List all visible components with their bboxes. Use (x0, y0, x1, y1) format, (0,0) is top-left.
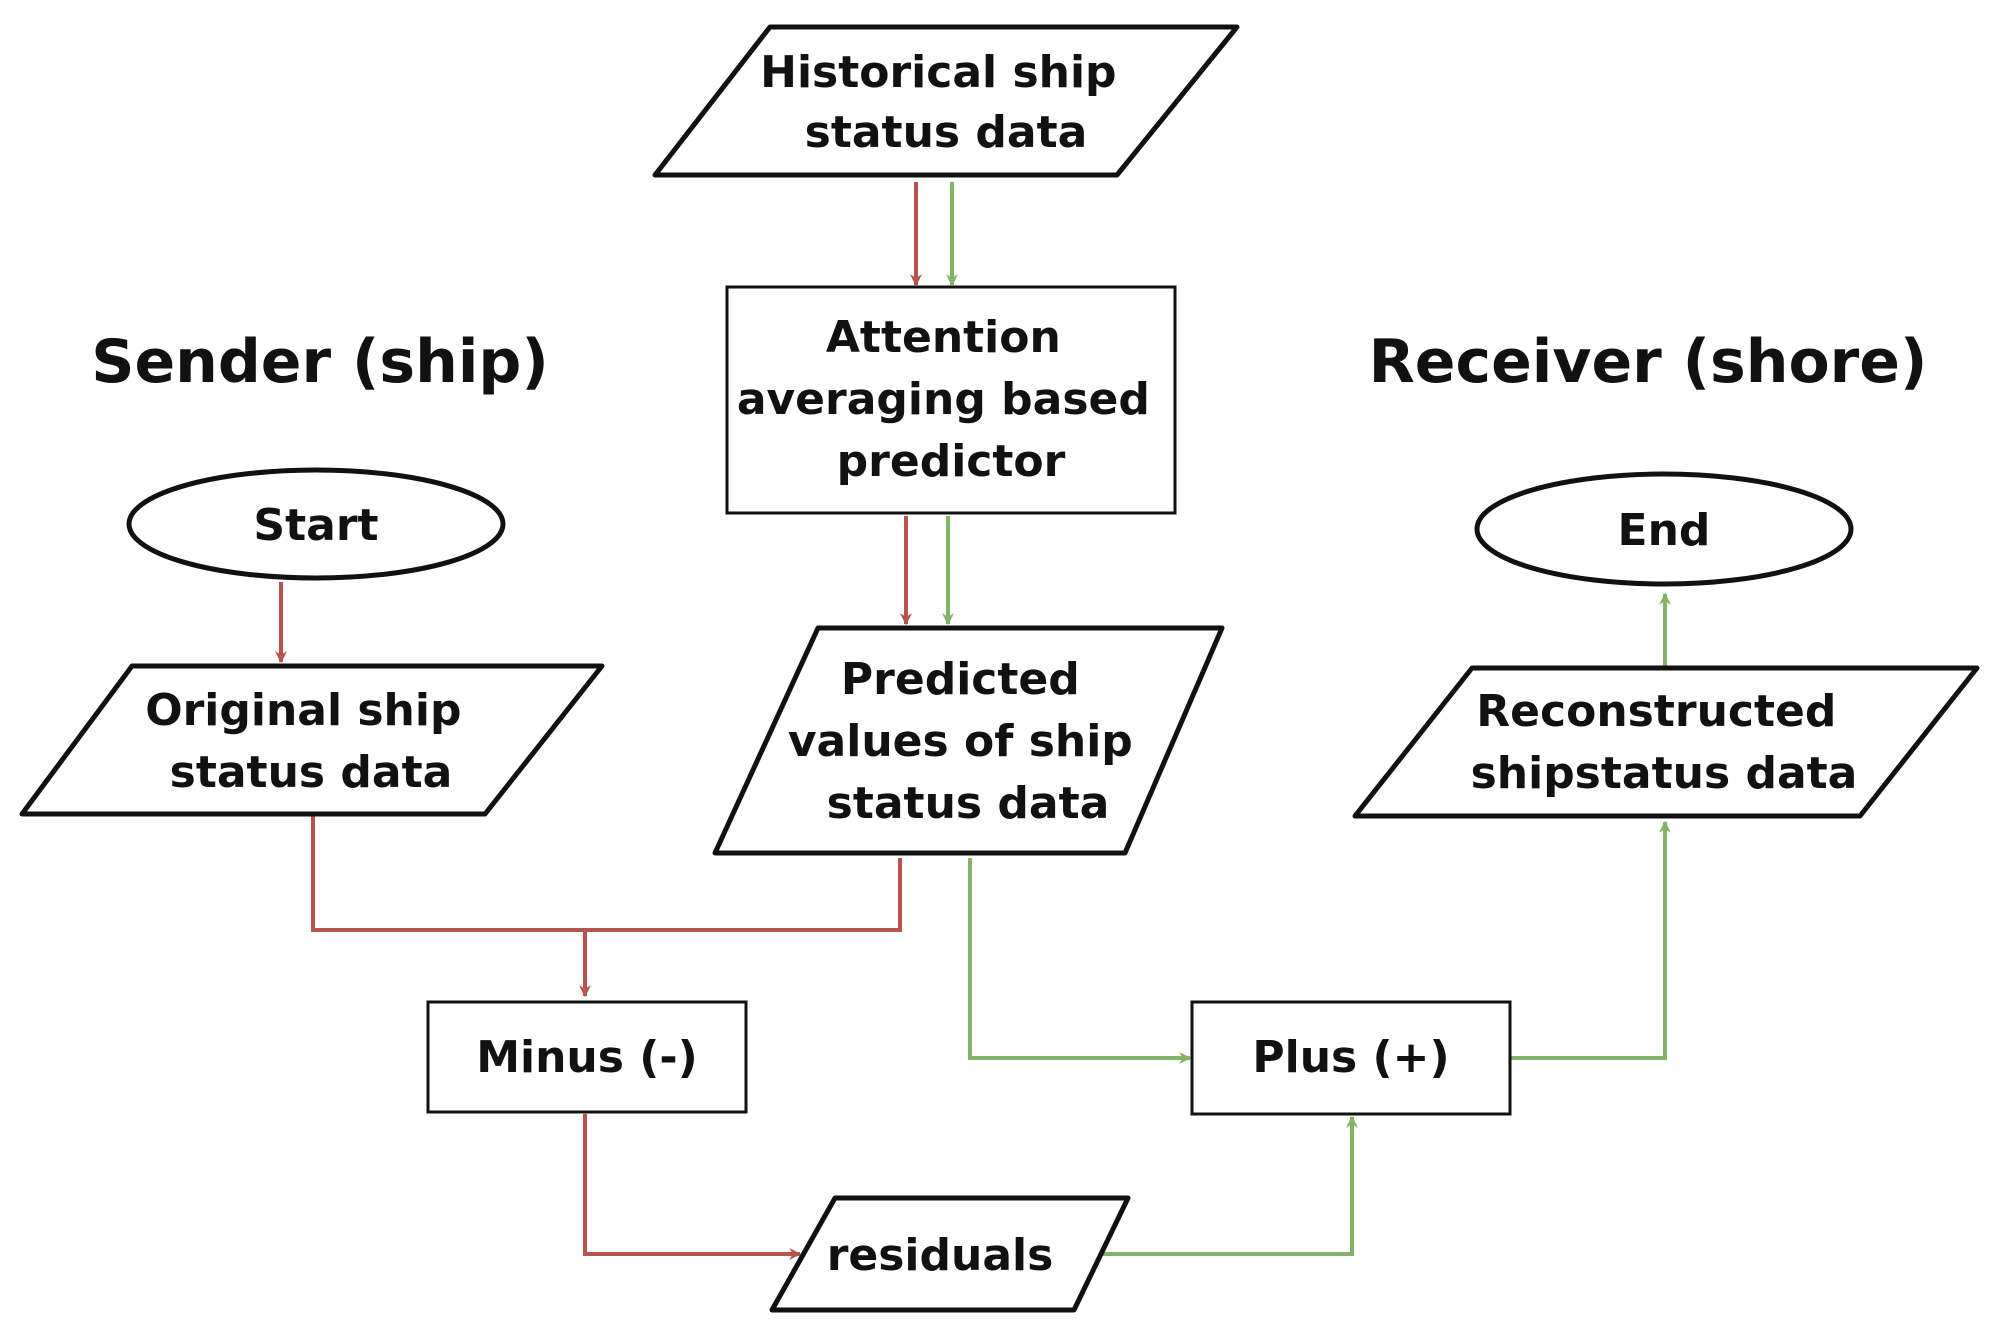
plus-label: Plus (+) (1252, 1032, 1449, 1083)
original-data-label-line1: Original ship (145, 685, 461, 736)
start-node: Start (126, 467, 506, 581)
historical-data-label-line1: Historical ship (760, 47, 1116, 98)
sender-heading: Sender (ship) (91, 327, 549, 397)
end-label: End (1618, 505, 1711, 556)
predicted-values-label-line1: Predicted (841, 654, 1080, 705)
residuals-label: residuals (827, 1230, 1054, 1281)
original-data-node: Original ship status data (19, 663, 605, 817)
start-label: Start (253, 500, 378, 551)
reconstructed-data-label-line1: Reconstructed (1476, 686, 1836, 737)
minus-node: Minus (-) (426, 1000, 748, 1114)
svg-text:Reconstructed shipstatus: Reconstructed shipstatus data (1471, 686, 1858, 799)
edge-predicted-to-minus (585, 858, 902, 932)
residuals-node: residuals (769, 1195, 1131, 1313)
svg-text:Historical ship status d: Historical ship status data (760, 47, 1132, 158)
receiver-heading: Receiver (shore) (1369, 327, 1928, 397)
minus-label: Minus (-) (476, 1032, 698, 1083)
end-node: End (1474, 471, 1854, 587)
plus-node: Plus (+) (1190, 1000, 1512, 1116)
predicted-values-node: Predicted values of ship status data (712, 625, 1225, 856)
predictor-label-line2: averaging based (737, 374, 1150, 425)
reconstructed-data-label-line2: shipstatus data (1471, 748, 1858, 799)
svg-text:Predicted values of ship: Predicted values of ship status data (788, 654, 1148, 829)
predictor-node: Attention averaging based predictor (725, 285, 1177, 515)
predictor-label-line1: Attention (826, 312, 1061, 363)
edge-plus-to-reconstructed (1510, 820, 1671, 1060)
edge-predicted-to-plus (968, 858, 1192, 1064)
predictor-label-line3: predictor (837, 436, 1066, 487)
original-data-label-line2: status data (170, 747, 453, 798)
reconstructed-data-node: Reconstructed shipstatus data (1352, 665, 1980, 819)
edge-residuals-to-plus (1097, 1115, 1358, 1256)
svg-text:Attention averaging base: Attention averaging based predictor (737, 312, 1165, 487)
svg-text:Original ship status dat: Original ship status data (145, 685, 477, 798)
edge-minus-to-residuals (583, 1114, 802, 1260)
predicted-values-label-line3: status data (827, 778, 1110, 829)
historical-data-node: Historical ship status data (652, 24, 1240, 178)
historical-data-label-line2: status data (805, 107, 1088, 158)
predicted-values-label-line2: values of ship (788, 716, 1133, 767)
edge-original-to-minus (311, 816, 591, 998)
